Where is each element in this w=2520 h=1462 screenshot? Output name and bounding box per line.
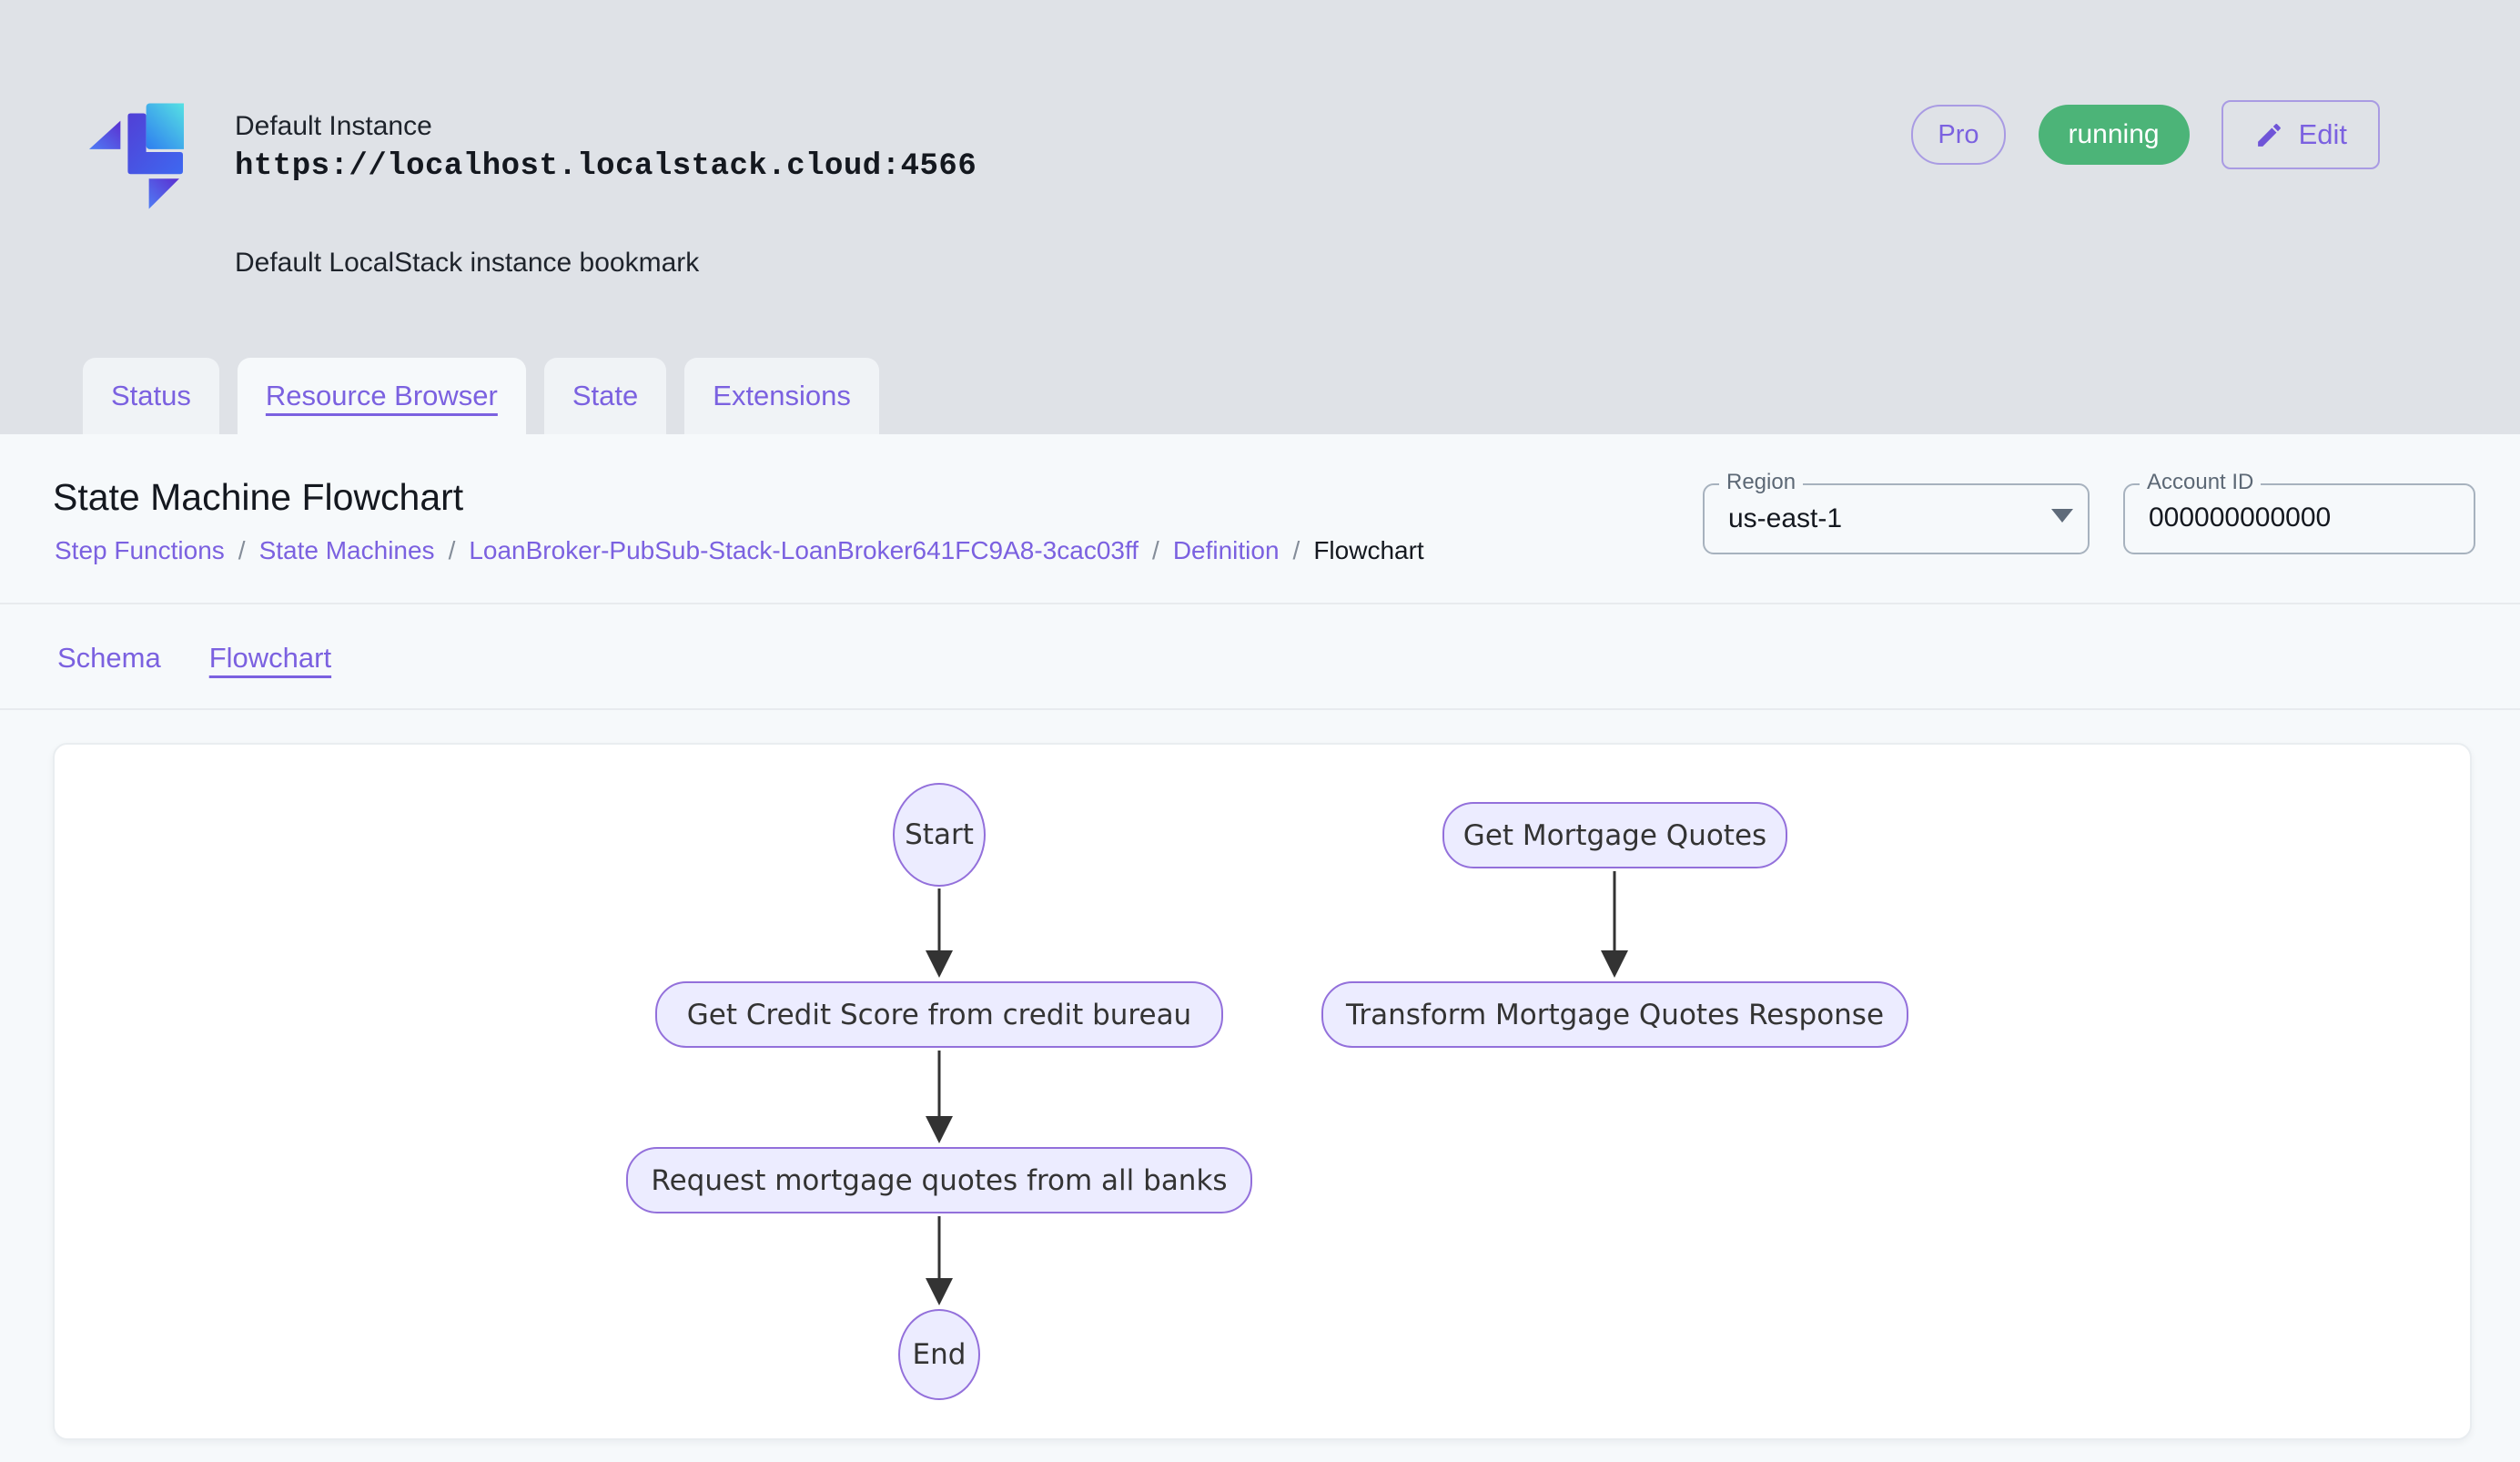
main-tabs: Status Resource Browser State Extensions (83, 358, 879, 434)
panel-divider-bottom (0, 708, 2520, 710)
header-actions: Pro running Edit (1911, 100, 2380, 169)
subtab-flowchart[interactable]: Flowchart (209, 642, 331, 675)
panel-divider-top (0, 603, 2520, 604)
breadcrumb-link-state-machine-name[interactable]: LoanBroker-PubSub-Stack-LoanBroker641FC9… (469, 536, 1139, 565)
instance-url: https://localhost.localstack.cloud:4566 (235, 149, 977, 184)
tab-state[interactable]: State (544, 358, 666, 434)
account-id-label: Account ID (2140, 472, 2261, 493)
resource-browser-panel: State Machine Flowchart Step Functions /… (0, 434, 2520, 1462)
breadcrumb-separator: / (1152, 536, 1159, 565)
region-select-label: Region (1719, 472, 1803, 493)
subtab-schema[interactable]: Schema (57, 642, 161, 675)
breadcrumb-separator: / (449, 536, 456, 565)
tab-status[interactable]: Status (83, 358, 219, 434)
edit-button-label: Edit (2299, 118, 2347, 151)
flow-node-request-quotes: Request mortgage quotes from all banks (626, 1147, 1252, 1213)
region-select-value: us-east-1 (1705, 485, 2088, 553)
flow-node-start: Start (893, 783, 986, 887)
flowchart-edges (55, 745, 2470, 1438)
breadcrumb-separator: / (238, 536, 246, 565)
breadcrumb-separator: / (1293, 536, 1300, 565)
breadcrumb: Step Functions / State Machines / LoanBr… (55, 536, 1424, 565)
flow-node-get-credit-score: Get Credit Score from credit bureau (655, 981, 1223, 1048)
flow-node-get-mortgage-quotes: Get Mortgage Quotes (1442, 802, 1787, 868)
status-badge: running (2039, 105, 2190, 165)
instance-subtitle: Default LocalStack instance bookmark (235, 248, 699, 279)
breadcrumb-link-definition[interactable]: Definition (1173, 536, 1280, 565)
breadcrumb-link-state-machines[interactable]: State Machines (259, 536, 435, 565)
flow-node-end: End (898, 1309, 980, 1400)
account-id-input[interactable] (2125, 485, 2451, 551)
flow-node-transform-response: Transform Mortgage Quotes Response (1321, 981, 1908, 1048)
page-title: State Machine Flowchart (53, 476, 463, 519)
scope-controls: Region us-east-1 Account ID (1703, 483, 2475, 554)
pro-badge: Pro (1911, 105, 2005, 165)
tab-extensions[interactable]: Extensions (684, 358, 879, 434)
account-id-field: Account ID (2123, 483, 2475, 554)
instance-title: Default Instance (235, 111, 432, 142)
tab-resource-browser[interactable]: Resource Browser (238, 358, 526, 434)
edit-button[interactable]: Edit (2221, 100, 2380, 169)
definition-subtabs: Schema Flowchart (57, 642, 331, 675)
localstack-logo (87, 100, 184, 211)
flowchart-canvas: Start Get Mortgage Quotes Get Credit Sco… (55, 745, 2470, 1438)
chevron-down-icon (2051, 509, 2073, 523)
region-select[interactable]: Region us-east-1 (1703, 483, 2090, 554)
pencil-icon (2254, 120, 2284, 150)
breadcrumb-link-step-functions[interactable]: Step Functions (55, 536, 225, 565)
breadcrumb-current-flowchart: Flowchart (1313, 536, 1423, 565)
flowchart-card: Start Get Mortgage Quotes Get Credit Sco… (53, 743, 2472, 1440)
